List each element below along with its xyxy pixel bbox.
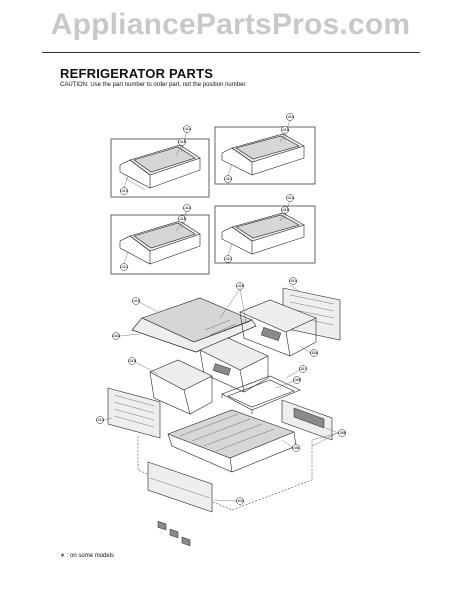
shelf-assembly-middle-right	[214, 205, 316, 264]
callout-151c-label: 151C	[299, 367, 308, 371]
callout-141e	[236, 282, 244, 290]
callout-141c	[120, 187, 128, 195]
callout-148b	[338, 429, 346, 437]
callout-141a	[183, 125, 191, 133]
crisper-side-panel-left	[107, 387, 161, 439]
footnote: ∗ : on some models	[60, 553, 115, 559]
shelf-assembly-top-right	[214, 126, 316, 185]
callout-141e-label: 141E	[236, 284, 245, 288]
callout-141b-top-right	[281, 126, 289, 134]
callout-141b-middle-right	[281, 206, 289, 214]
callout-141a-middle-right-label: 141A	[286, 196, 295, 200]
callout-150a-right-label: 150A	[310, 351, 319, 355]
callout-141c-middle-right	[224, 255, 232, 263]
callout-141a-label: 141A	[183, 127, 192, 131]
callout-162a-label: 162A	[236, 499, 245, 503]
front-bottom-cover	[147, 461, 213, 547]
callout-150a-label: 150A	[112, 334, 121, 338]
callout-141b-label: 141B	[178, 140, 187, 144]
crisper-cover-glass	[131, 297, 257, 353]
caution-text: CAUTION: Use the part number to order pa…	[60, 82, 247, 88]
watermark: AppliancePartsPros.com	[50, 8, 411, 41]
callout-141a-top-right-label: 141A	[286, 115, 295, 119]
callout-148e-label: 148E	[293, 378, 302, 382]
callout-148e	[293, 376, 301, 384]
callout-141a-top-right	[286, 113, 294, 121]
cover-outline-dashed	[137, 436, 313, 511]
callout-141c-label: 141C	[120, 189, 129, 193]
page-title: REFRIGERATOR PARTS	[60, 66, 214, 81]
callout-151b-label: 151B	[128, 359, 137, 363]
callout-150a	[112, 332, 120, 340]
callout-141b	[178, 138, 186, 146]
callout-group: 141A 141B 141C 141A 141B 141C 141A 141B …	[96, 113, 347, 505]
callout-151c	[299, 365, 307, 373]
callout-141c-top-right-label: 141C	[224, 177, 233, 181]
drawer-support-frame	[221, 375, 301, 414]
shelf-assembly-top-left	[110, 138, 210, 198]
callout-151b	[128, 357, 136, 365]
callout-151a-label: 151A	[289, 279, 298, 283]
callout-148b-label: 148B	[338, 431, 347, 435]
callout-150a-right	[310, 349, 318, 357]
bottom-pan	[167, 409, 297, 473]
callout-141c-middle-left-label: 141C	[120, 265, 129, 269]
callout-141c-top-right	[224, 175, 232, 183]
header-rule	[42, 52, 420, 53]
crisper-drawer-right	[239, 299, 317, 357]
callout-151a-left-label: 151A	[96, 418, 105, 422]
side-rail-right	[281, 399, 333, 441]
callout-141d-label: 141D	[132, 299, 141, 303]
callout-141d	[132, 297, 140, 305]
callout-141a-middle-left-label: 141A	[183, 206, 192, 210]
crisper-drawer-left	[149, 359, 213, 415]
callout-141b-middle-left-label: 141B	[178, 217, 187, 221]
callout-141b-middle-right-label: 141B	[281, 208, 290, 212]
shelf-assembly-middle-left	[110, 214, 210, 275]
crisper-drawer-center	[199, 337, 269, 393]
callout-162a	[236, 497, 244, 505]
callout-148c	[292, 444, 300, 452]
callout-148c-label: 148C	[292, 446, 301, 450]
callout-141a-middle-right	[286, 194, 294, 202]
callout-141c-middle-left	[120, 263, 128, 271]
callout-141a-middle-left	[183, 204, 191, 212]
callout-141c-middle-right-label: 141C	[224, 257, 233, 261]
callout-151a	[289, 277, 297, 285]
callout-151a-left	[96, 416, 104, 424]
callout-141b-middle-left	[178, 215, 186, 223]
callout-141b-top-right-label: 141B	[281, 128, 290, 132]
